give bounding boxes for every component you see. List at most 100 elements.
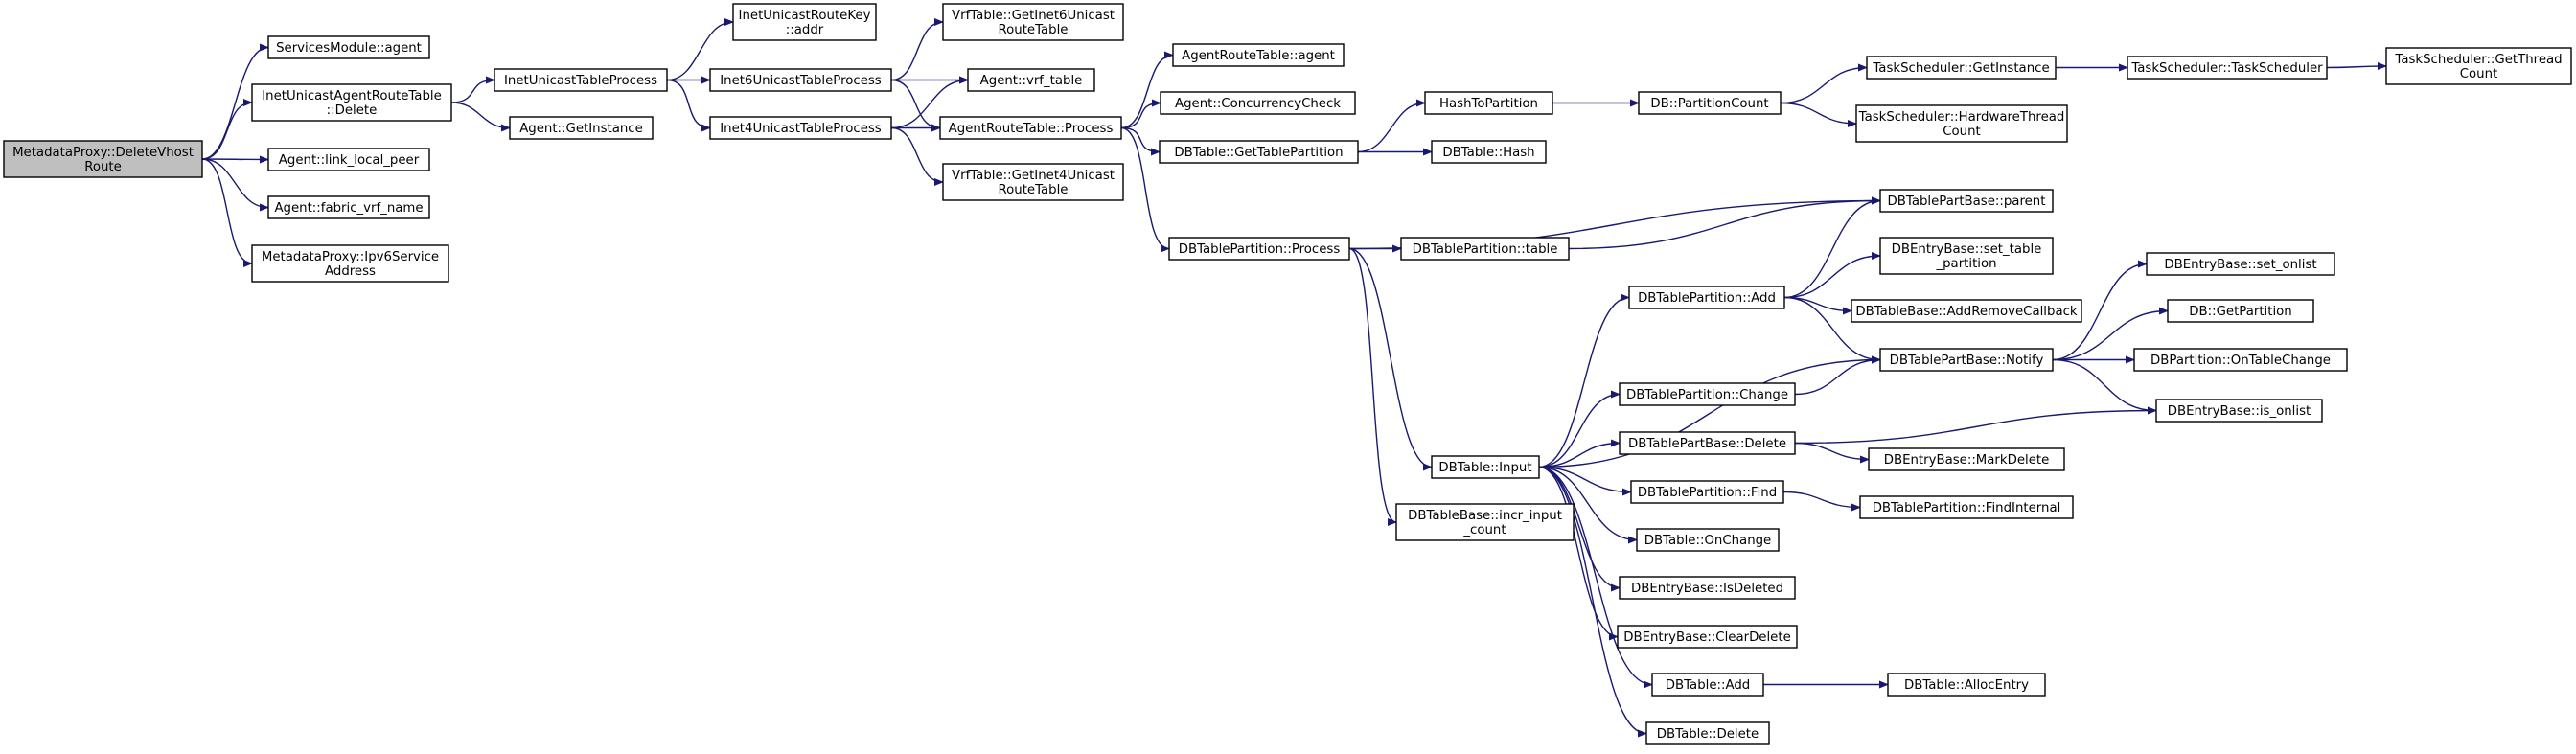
node-n28[interactable]: DBTable::Input [1431, 455, 1540, 479]
edge-n13-n16 [1120, 99, 1162, 129]
node-box [942, 3, 1124, 41]
node-box [267, 195, 430, 219]
edge-n0-n5 [201, 158, 253, 267]
edge-n10-n14 [890, 126, 944, 186]
node-label: AgentRouteTable::agent [1182, 49, 1335, 63]
node-n33[interactable]: DBTablePartition::Find [1630, 480, 1784, 504]
node-n3[interactable]: Agent::link_local_peer [267, 148, 430, 171]
node-box [1651, 673, 1764, 697]
node-label: DBTable::AllocEntry [1904, 678, 2029, 693]
node-n1[interactable]: ServicesModule::agent [267, 35, 430, 59]
node-n30[interactable]: DBTablePartition::Add [1628, 286, 1785, 309]
node-n22[interactable]: TaskScheduler::GetInstance [1866, 56, 2057, 80]
node-n21[interactable]: DB::PartitionCount [1638, 91, 1782, 115]
edge-n13-n15 [1120, 51, 1174, 129]
node-n10[interactable]: Inet4UnicastTableProcess [709, 116, 892, 140]
edge-n26-n27 [1568, 196, 1881, 250]
edge-n28-n31 [1538, 390, 1621, 468]
node-n20[interactable]: DBTable::Hash [1431, 140, 1547, 164]
node-n24[interactable]: TaskScheduler::TaskScheduler [2127, 56, 2328, 80]
node-n34[interactable]: DBTable::OnChange [1636, 528, 1780, 552]
node-box [709, 116, 892, 140]
node-box [1879, 189, 2054, 213]
node-label: Address [325, 264, 376, 279]
node-n39[interactable]: DBEntryBase::set_table_partition [1879, 237, 2054, 275]
node-box [942, 163, 1124, 201]
edge-n24-n25 [2326, 62, 2387, 71]
node-n18[interactable]: DBTablePartition::Process [1168, 237, 1350, 261]
node-n9[interactable]: Inet6UnicastTableProcess [709, 68, 892, 92]
node-box [1630, 480, 1784, 504]
node-n27[interactable]: DBTablePartBase::parent [1879, 189, 2054, 213]
node-label: RouteTable [999, 23, 1069, 37]
edge-n9-n11 [890, 18, 944, 81]
node-label: DBTableBase::incr_input [1408, 509, 1562, 523]
node-n8[interactable]: InetUnicastRouteKey::addr [732, 3, 877, 41]
node-label: DBTablePartition::Process [1179, 242, 1341, 257]
node-n45[interactable]: DBEntryBase::set_onlist [2146, 252, 2335, 276]
node-n47[interactable]: DBPartition::OnTableChange [2133, 348, 2348, 372]
node-n31[interactable]: DBTablePartition::Change [1619, 382, 1796, 406]
node-label: DBEntryBase::ClearDelete [1623, 630, 1791, 645]
edge-n9-n13 [890, 79, 941, 132]
node-n29[interactable]: DBTableBase::incr_input_count [1395, 503, 1575, 541]
node-box [1424, 91, 1553, 115]
node-n42[interactable]: DBEntryBase::MarkDelete [1868, 447, 2065, 471]
edge-n30-n39 [1783, 252, 1881, 299]
node-box [1645, 721, 1770, 745]
node-label: Agent::vrf_table [980, 74, 1083, 88]
node-label: Count [2460, 67, 2498, 81]
node-box [2146, 252, 2335, 276]
node-n32[interactable]: DBTablePartBase::Delete [1619, 431, 1796, 455]
node-n6[interactable]: InetUnicastTableProcess [494, 68, 668, 92]
node-n19[interactable]: HashToPartition [1424, 91, 1553, 115]
node-label: TaskScheduler::GetInstance [1872, 61, 2049, 76]
node-box [251, 83, 452, 122]
node-n13[interactable]: AgentRouteTable::Process [939, 116, 1122, 140]
edge-n0-n2 [201, 99, 253, 160]
node-n12[interactable]: Agent::vrf_table [967, 68, 1095, 92]
node-n36[interactable]: DBEntryBase::ClearDelete [1617, 625, 1798, 649]
node-n38[interactable]: DBTable::Delete [1645, 721, 1770, 745]
node-n4[interactable]: Agent::fabric_vrf_name [267, 195, 430, 219]
node-box [1868, 447, 2065, 471]
node-n37[interactable]: DBTable::Add [1651, 673, 1764, 697]
node-n41[interactable]: DBTablePartBase::Notify [1879, 348, 2054, 372]
node-label: DBTablePartition::Change [1626, 388, 1788, 402]
node-label: DBTable::GetTablePartition [1174, 146, 1343, 160]
node-box [1168, 237, 1350, 261]
node-n44[interactable]: DBTable::AllocEntry [1887, 673, 2046, 697]
node-box [967, 68, 1095, 92]
node-box [732, 3, 877, 41]
node-label: DBTablePartition::table [1413, 242, 1558, 257]
node-label: HashToPartition [1439, 97, 1538, 111]
node-n7[interactable]: Agent::GetInstance [509, 116, 654, 140]
node-box [267, 148, 430, 171]
node-label: _count [1462, 523, 1506, 537]
node-n15[interactable]: AgentRouteTable::agent [1172, 43, 1345, 67]
node-n46[interactable]: DB::GetPartition [2167, 299, 2314, 323]
node-n2[interactable]: InetUnicastAgentRouteTable::Delete [251, 83, 452, 122]
node-n43[interactable]: DBTablePartition::FindInternal [1859, 495, 2074, 519]
node-n40[interactable]: DBTableBase::AddRemoveCallback [1851, 299, 2082, 323]
node-label: DBTable::Add [1666, 678, 1750, 693]
node-label: DBEntryBase::set_table [1892, 242, 2042, 257]
node-n35[interactable]: DBEntryBase::IsDeleted [1619, 576, 1796, 600]
node-n16[interactable]: Agent::ConcurrencyCheck [1160, 91, 1356, 115]
node-label: DBEntryBase::is_onlist [2168, 404, 2311, 419]
node-label: TaskScheduler::HardwareThread [1858, 110, 2065, 125]
node-n17[interactable]: DBTable::GetTablePartition [1159, 140, 1359, 164]
node-label: TaskScheduler::GetThread [2394, 53, 2562, 67]
node-n48[interactable]: DBEntryBase::is_onlist [2155, 399, 2323, 423]
node-label: InetUnicastAgentRouteTable [262, 89, 442, 103]
node-label: Route [84, 160, 122, 174]
node-n26[interactable]: DBTablePartition::table [1400, 237, 1570, 261]
node-label: DB::GetPartition [2189, 305, 2291, 319]
